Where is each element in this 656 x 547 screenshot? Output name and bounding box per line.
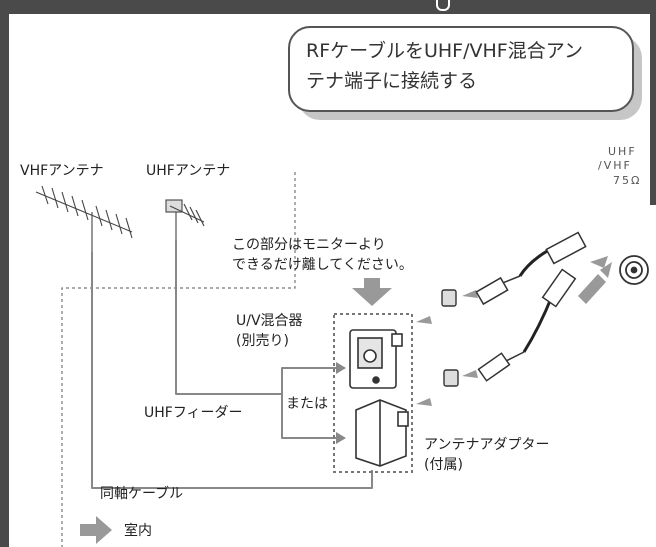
- vhf-antenna-icon: [35, 185, 133, 252]
- terminal-label-line-3: 75Ω: [613, 174, 642, 187]
- antenna-adapter-icon: [355, 399, 409, 467]
- coax-cable-label: 同軸ケーブル: [100, 486, 184, 502]
- right-frame-bar: [650, 0, 656, 205]
- adapter-label-line-1: アンテナアダプター: [424, 437, 550, 453]
- callout-line-1: RFケーブルをUHF/VHF混合アン: [306, 40, 583, 62]
- note-line-1: この部分はモニターより: [232, 237, 386, 253]
- uhf-antenna-label: UHFアンテナ: [146, 163, 231, 179]
- left-frame-bar: [0, 0, 9, 547]
- callout-text: RFケーブルをUHF/VHF混合アン テナ端子に接続する: [306, 36, 626, 96]
- cable-lines: [91, 240, 373, 489]
- callout-instruction: RFケーブルをUHF/VHF混合アン テナ端子に接続する: [288, 26, 644, 120]
- callout-line-2: テナ端子に接続する: [306, 70, 478, 92]
- uv-mixer-icon: [349, 329, 403, 389]
- or-label: または: [286, 396, 328, 412]
- vhf-antenna-label: VHFアンテナ: [20, 163, 104, 179]
- feeder-branch-line: [281, 394, 336, 439]
- indoor-arrow-icon: [80, 516, 112, 544]
- mixer-label-line-2: (別売り): [236, 333, 289, 349]
- small-arrows: [416, 290, 478, 406]
- uhf-vhf-terminal-icon: [619, 255, 649, 285]
- rf-cable-icons: [475, 231, 587, 382]
- feeder-arrowheads: [336, 362, 346, 444]
- uhf-feeder-label: UHFフィーダー: [144, 405, 243, 421]
- adapter-label-line-2: (付属): [424, 457, 463, 473]
- top-frame-bar: [0, 0, 656, 14]
- terminal-arrows: [578, 256, 612, 304]
- mixer-label-line-1: U/V混合器: [236, 313, 303, 329]
- callout-box: [288, 26, 634, 112]
- coax-cable-line: [91, 252, 373, 489]
- down-arrow-icon: [352, 278, 392, 306]
- indoor-label: 室内: [124, 523, 152, 539]
- top-frame-mark: [436, 0, 450, 11]
- connector-box: [333, 313, 413, 473]
- terminal-label-line-2: /VHF: [598, 159, 632, 172]
- uhf-antenna-icon: [165, 199, 205, 240]
- terminal-label-line-1: UHF: [608, 145, 637, 158]
- f-connector-icons: [441, 289, 459, 387]
- note-line-2: できるだけ離してください。: [232, 257, 413, 273]
